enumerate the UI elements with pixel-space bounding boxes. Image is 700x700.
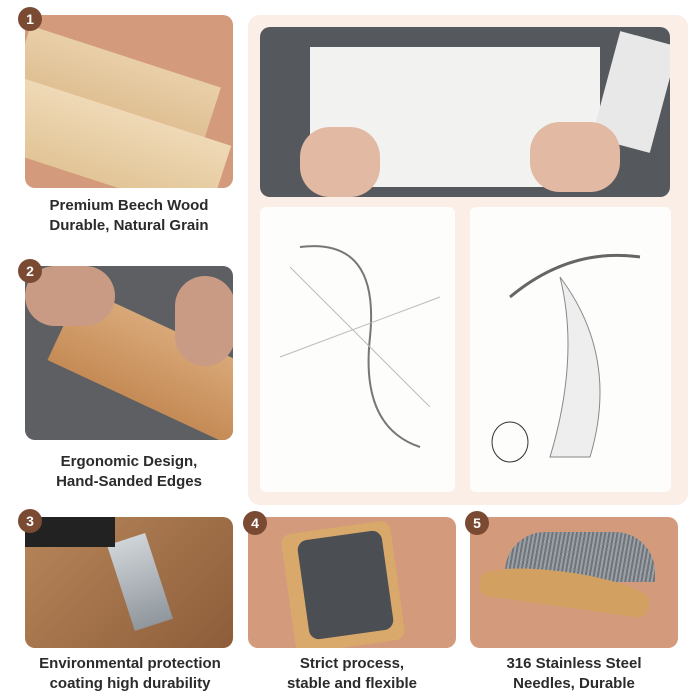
beech-wood-photo <box>25 15 233 188</box>
steel-needles-photo <box>470 517 678 648</box>
feature-caption-2: Ergonomic Design,Hand-Sanded Edges <box>56 453 202 490</box>
step-badge-5: 5 <box>465 511 489 535</box>
hand-sanding-photo <box>25 266 233 440</box>
step-badge-2: 2 <box>18 259 42 283</box>
drafting-photo <box>260 27 670 197</box>
sketch-right <box>470 207 671 492</box>
coating-brush-photo <box>25 517 233 648</box>
step-badge-1: 1 <box>18 7 42 31</box>
design-sketch-panel <box>248 15 688 505</box>
brush-face-photo <box>248 517 456 648</box>
step-badge-4: 4 <box>243 511 267 535</box>
step-badge-3: 3 <box>18 509 42 533</box>
sketch-left <box>260 207 455 492</box>
feature-caption-4: Strict process,stable and flexible <box>286 655 418 692</box>
